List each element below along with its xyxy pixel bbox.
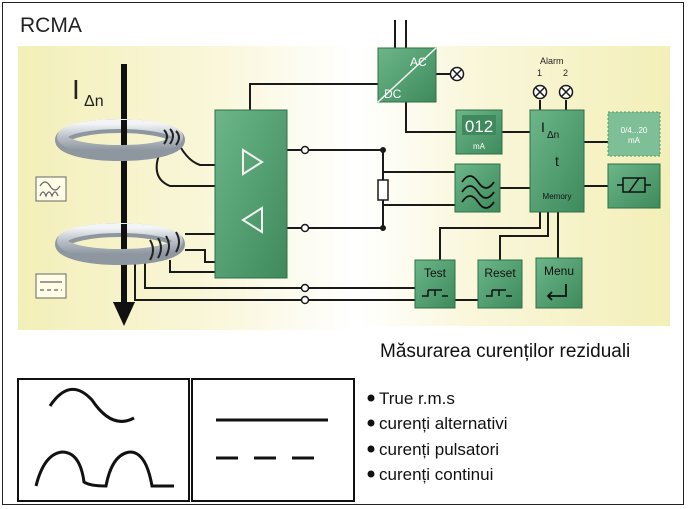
residual-current-subscript: Δn <box>84 93 104 110</box>
alarm-lamp-2-icon <box>558 84 574 100</box>
dc-waveform-box <box>191 378 355 502</box>
caption: Măsurarea curenților reziduali <box>380 341 630 362</box>
amplifier-module <box>214 109 288 279</box>
residual-current-symbol: I <box>72 74 80 105</box>
alarm-label: Alarm <box>540 56 564 66</box>
dc-signal-icon <box>35 273 67 299</box>
feature-list: True r.m.s curenți alternativi curenți p… <box>367 389 508 484</box>
analog-output-range: 0/4...20 <box>621 126 648 135</box>
eval-i-label: I <box>541 119 545 135</box>
alarm-lamp-1-icon <box>532 84 548 100</box>
ac-signal-icon <box>35 176 67 202</box>
display-screen <box>462 115 496 135</box>
eval-i-subscript: Δn <box>547 130 559 141</box>
analog-output-unit: mA <box>628 136 641 145</box>
left-panel <box>18 46 356 330</box>
reset-button-label: Reset <box>484 266 516 280</box>
junctions <box>300 145 310 305</box>
title: RCMA <box>20 14 82 37</box>
evaluation-unit <box>529 109 585 213</box>
feature-item: curenți pulsatori <box>379 440 499 459</box>
power-lamp-icon <box>449 66 465 82</box>
display-value: 012 <box>465 117 493 136</box>
alarm-number-2: 2 <box>563 68 568 78</box>
filter-module <box>454 163 501 213</box>
eval-t-label: t <box>555 153 559 169</box>
dc-label: DC <box>384 87 402 101</box>
lower-toroid <box>55 223 185 265</box>
menu-button[interactable] <box>535 257 583 309</box>
primary-conductor <box>113 64 135 326</box>
feature-item: True r.m.s <box>379 389 455 408</box>
feature-item: curenți continui <box>379 465 493 484</box>
eval-memory-label: Memory <box>543 192 572 201</box>
ac-dc-converter <box>377 47 437 103</box>
ac-waveform-box <box>17 378 190 502</box>
test-button[interactable] <box>414 259 456 309</box>
analog-output <box>607 111 661 157</box>
pulsating-wave-icon <box>34 450 174 488</box>
upper-toroid <box>55 119 185 161</box>
display-unit: mA <box>473 142 486 151</box>
test-button-label: Test <box>424 266 447 280</box>
alarm-number-1: 1 <box>537 68 542 78</box>
feature-item: curenți alternativi <box>379 414 508 433</box>
wiring <box>134 20 608 301</box>
solder-dots <box>380 147 386 231</box>
ac-label: AC <box>410 55 427 69</box>
sine-wave-icon <box>48 388 135 423</box>
relay-icon <box>607 163 661 209</box>
shunt-resistor <box>377 179 389 201</box>
outer-frame <box>2 2 684 505</box>
reset-button[interactable] <box>477 259 523 309</box>
menu-button-label: Menu <box>544 264 574 278</box>
